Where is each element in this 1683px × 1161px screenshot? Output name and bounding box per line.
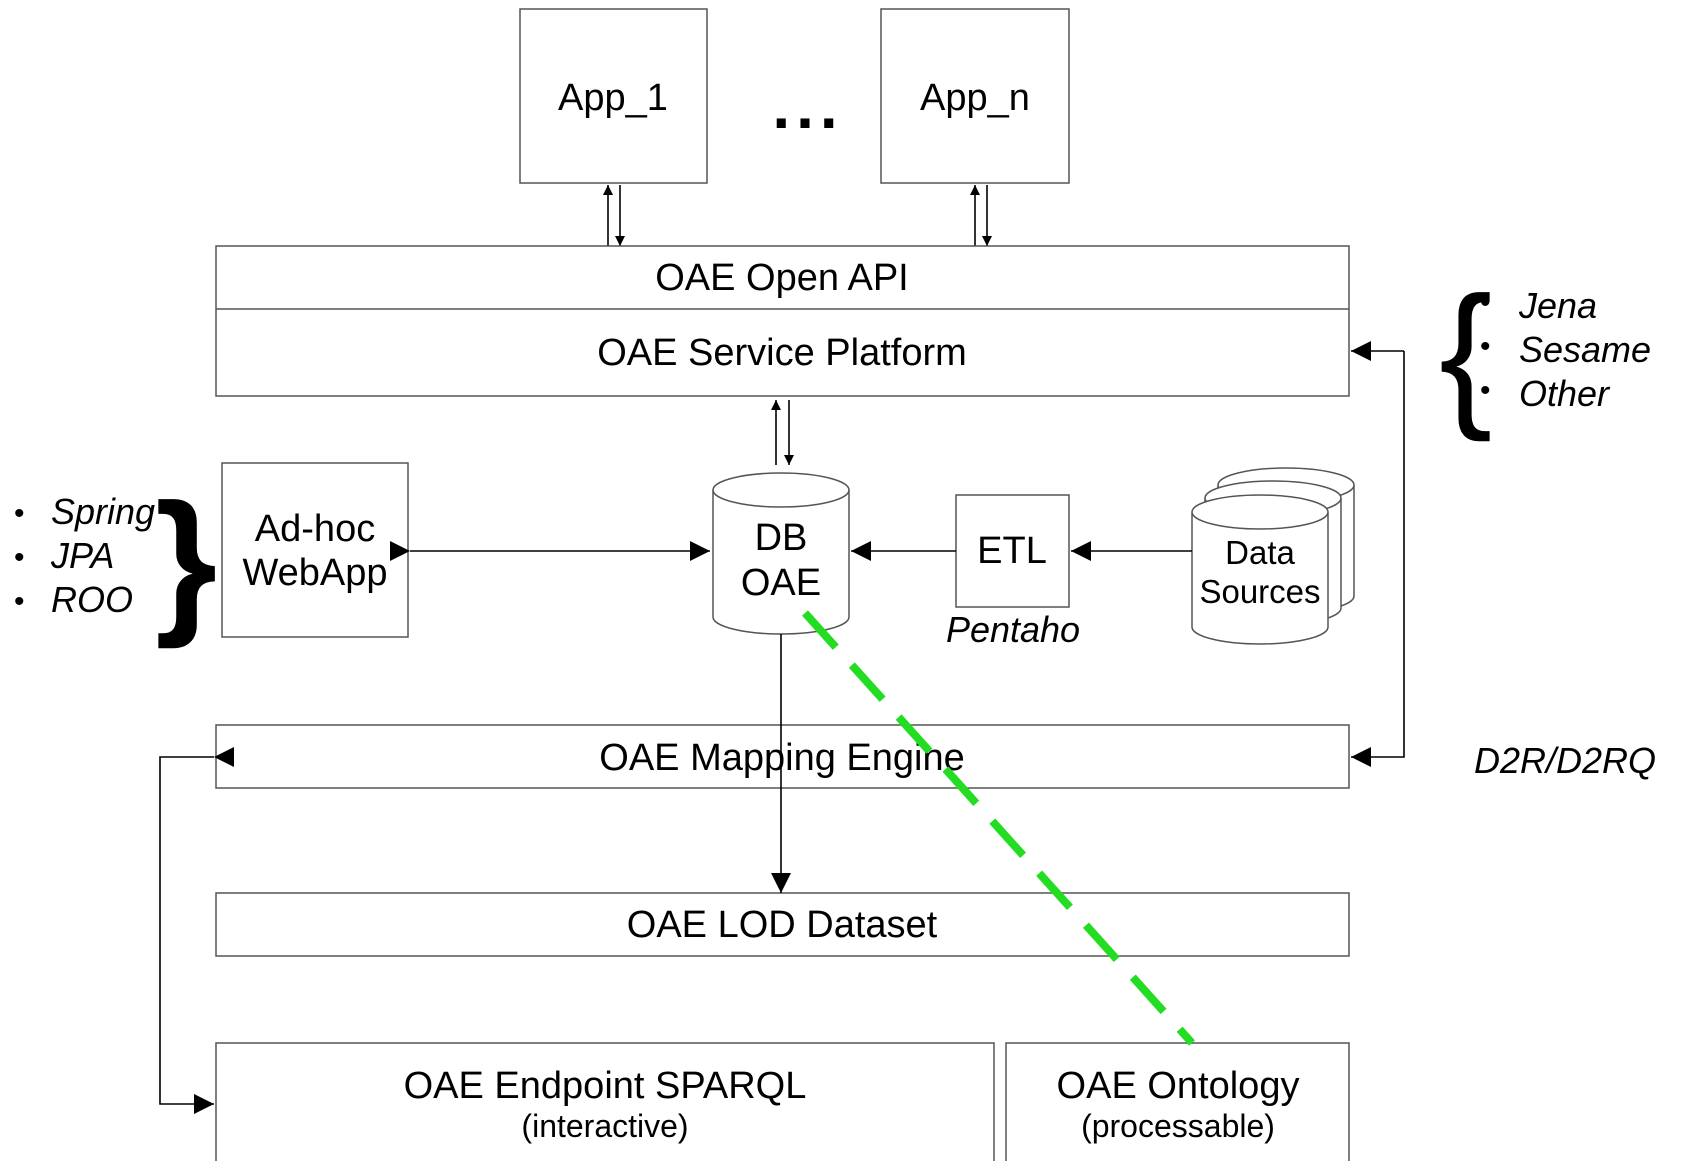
webapp-label-line2: WebApp (242, 552, 387, 594)
webapp-box: Ad-hoc WebApp (221, 462, 409, 638)
platform-tech-sesame: Sesame (1519, 329, 1651, 370)
lod-dataset-box: OAE LOD Dataset (215, 892, 1350, 957)
app-n-label: App_n (920, 77, 1030, 119)
bullet: • (1480, 286, 1491, 319)
ontology-link-dashed (802, 610, 1195, 1046)
service-layer-box: OAE Open API OAE Service Platform (215, 245, 1350, 397)
ontology-sublabel: (processable) (1081, 1108, 1275, 1144)
webapp-tech-jpa: JPA (50, 535, 114, 576)
webapp-tech-list: • • • Spring JPA ROO } (14, 470, 217, 649)
data-sources-stack: Data Sources (1191, 467, 1355, 645)
app-1-label: App_1 (558, 77, 668, 119)
endpoint-label: OAE Endpoint SPARQL (404, 1065, 807, 1107)
ontology-box: OAE Ontology (processable) (1005, 1042, 1350, 1161)
mapping-tech-label: D2R/D2RQ (1474, 740, 1656, 781)
webapp-tech-roo: ROO (51, 579, 133, 620)
webapp-brace: } (155, 470, 217, 649)
platform-tech-list: { • • • Jena Sesame Other (1439, 263, 1651, 442)
mapping-engine-label: OAE Mapping Engine (599, 737, 964, 779)
platform-tech-jena: Jena (1518, 285, 1597, 326)
data-sources-label-line2: Sources (1199, 573, 1320, 610)
etl-label: ETL (977, 530, 1047, 572)
bullet: • (14, 497, 25, 530)
etl-tool-label: Pentaho (946, 609, 1080, 650)
db-label-line2: OAE (741, 562, 821, 604)
mapping-engine-box: OAE Mapping Engine (215, 724, 1350, 789)
lod-dataset-label: OAE LOD Dataset (627, 904, 938, 946)
endpoint-box: OAE Endpoint SPARQL (interactive) (215, 1042, 995, 1161)
webapp-label-line1: Ad-hoc (255, 508, 375, 550)
db-cylinder: DB OAE (712, 472, 850, 635)
db-label-line1: DB (755, 517, 808, 559)
bullet: • (1480, 374, 1491, 407)
bullet: • (14, 585, 25, 618)
ontology-label: OAE Ontology (1057, 1065, 1300, 1107)
app-n-box: App_n (880, 8, 1070, 184)
platform-tech-other: Other (1519, 373, 1611, 414)
webapp-tech-spring: Spring (51, 491, 155, 532)
service-platform-label: OAE Service Platform (597, 332, 967, 374)
endpoint-sublabel: (interactive) (521, 1108, 688, 1144)
connector-to-mapping (1351, 351, 1405, 767)
data-sources-label-line1: Data (1225, 534, 1295, 571)
platform-brace: { (1439, 263, 1492, 442)
bullet: • (1480, 330, 1491, 363)
open-api-label: OAE Open API (655, 257, 908, 299)
app-1-box: App_1 (519, 8, 708, 184)
etl-box: ETL (955, 494, 1070, 608)
bullet: • (14, 541, 25, 574)
apps-ellipsis: ... (772, 70, 843, 142)
app-api-arrows (603, 185, 992, 246)
connector-mapping-endpoint (159, 747, 234, 1114)
